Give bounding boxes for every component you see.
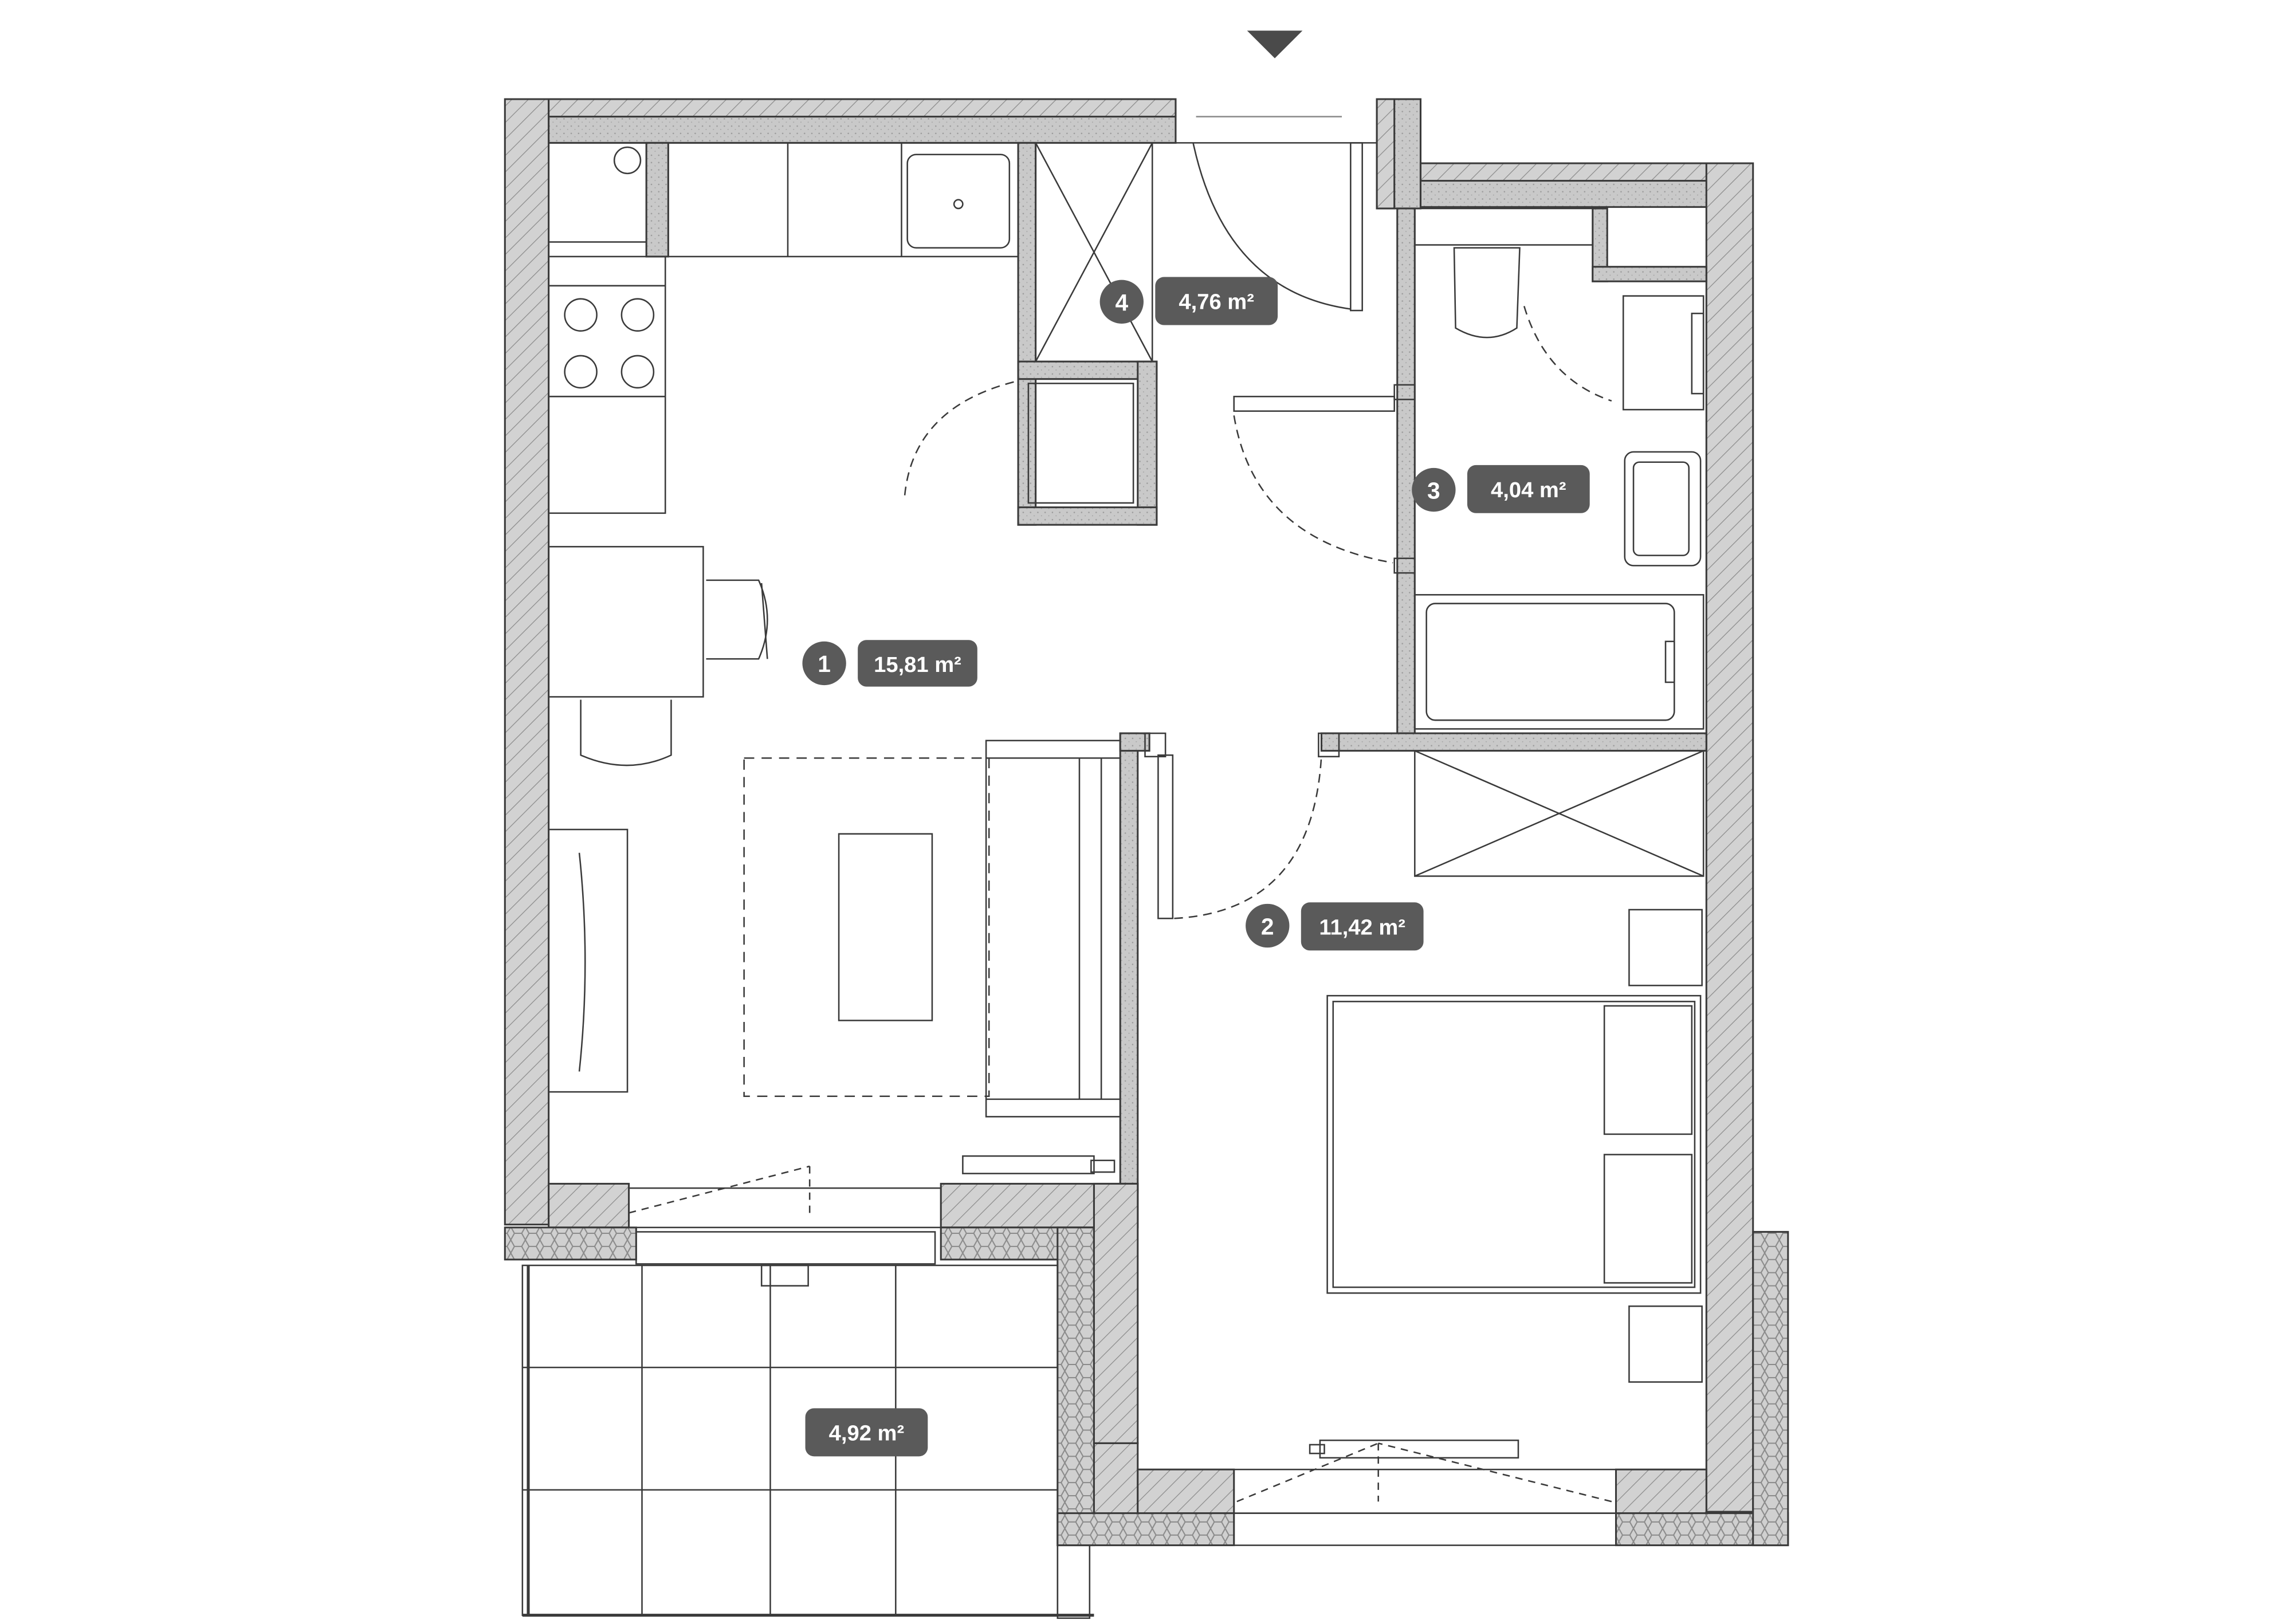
svg-text:4,04 m²: 4,04 m² <box>1491 478 1566 502</box>
room-label-4: 4 4,76 m² <box>1099 277 1278 325</box>
room-label-1: 1 15,81 m² <box>802 640 977 687</box>
svg-text:4,76 m²: 4,76 m² <box>1179 290 1254 314</box>
svg-text:15,81 m²: 15,81 m² <box>874 652 961 677</box>
svg-text:3: 3 <box>1427 477 1440 504</box>
svg-text:1: 1 <box>818 651 831 677</box>
bathroom-fixtures <box>1414 207 1704 730</box>
svg-text:11,42 m²: 11,42 m² <box>1319 915 1405 939</box>
svg-text:2: 2 <box>1261 913 1274 939</box>
svg-text:4,92 m²: 4,92 m² <box>829 1421 905 1445</box>
balcony-label: 4,92 m² <box>805 1408 928 1457</box>
svg-text:4: 4 <box>1115 289 1128 316</box>
kitchen-fixtures <box>548 142 1121 1174</box>
room-label-2: 2 11,42 m² <box>1246 902 1424 951</box>
entrance-arrow-icon <box>1247 30 1303 58</box>
windows <box>628 1165 1617 1546</box>
walls <box>504 98 1789 1547</box>
room-label-3: 3 4,04 m² <box>1412 465 1590 513</box>
entrance-area <box>904 116 1416 919</box>
bedroom-fixtures <box>1309 750 1704 1459</box>
